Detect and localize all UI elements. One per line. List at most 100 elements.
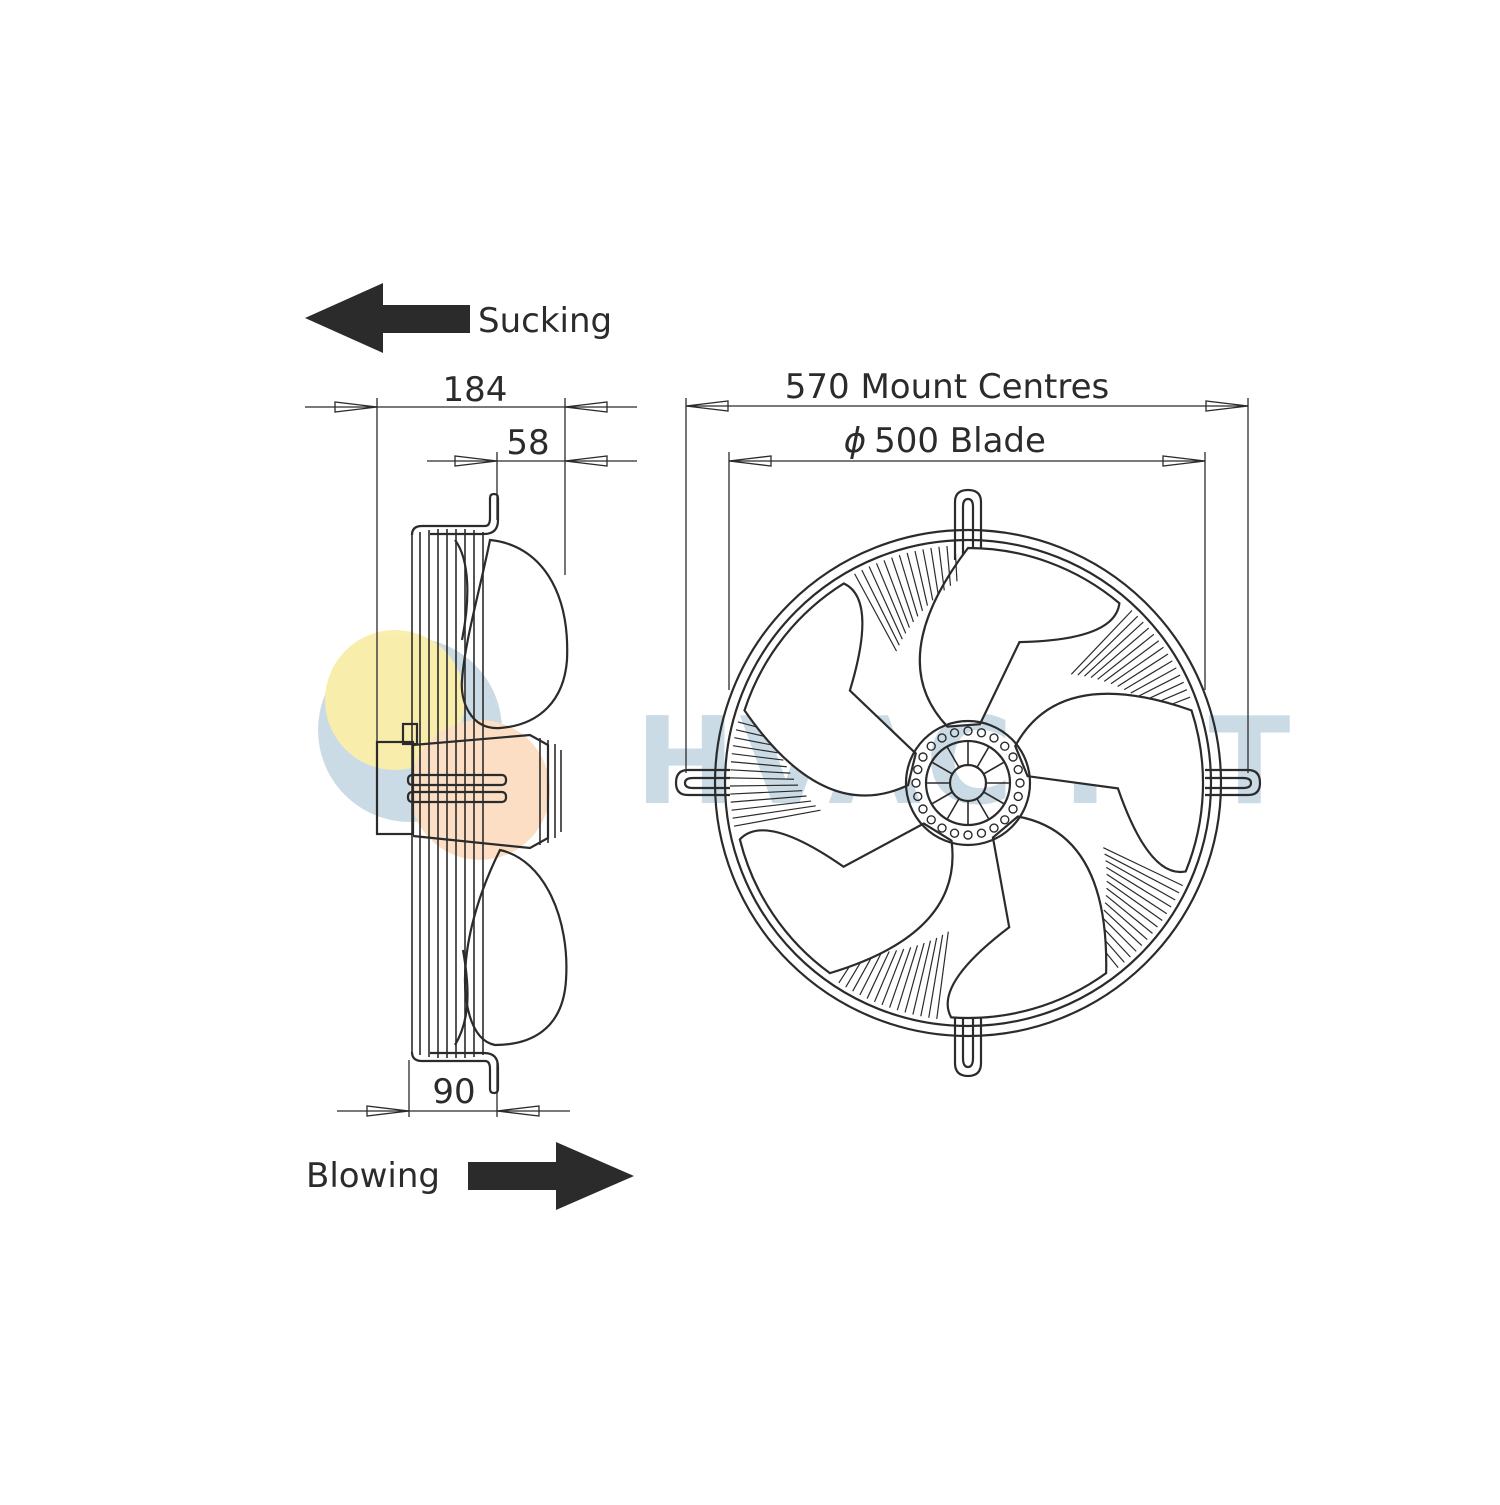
guard-wire-hatch bbox=[914, 550, 929, 606]
blade bbox=[838, 815, 1108, 1020]
hub-slot bbox=[913, 791, 923, 802]
guard-wire-hatch bbox=[881, 948, 905, 1006]
guard-wire-hatch bbox=[732, 805, 816, 819]
diameter-symbol: ϕ bbox=[844, 421, 866, 461]
sucking-indicator: Sucking bbox=[305, 283, 612, 353]
guard-wire-hatch bbox=[1110, 646, 1164, 685]
guard-wire-hatch bbox=[868, 566, 903, 640]
guard-wire-hatch bbox=[1103, 847, 1183, 887]
hub-slot bbox=[949, 828, 960, 838]
mount-lug-bottom bbox=[953, 1015, 983, 1078]
guard-wire-hatch bbox=[1090, 627, 1150, 679]
hub-slot bbox=[989, 823, 999, 833]
hub-spoke bbox=[946, 798, 960, 820]
guard-wire-hatch bbox=[1101, 916, 1137, 952]
guard-wire-hatch bbox=[730, 784, 799, 787]
guard-wire-hatch bbox=[859, 951, 883, 996]
guard-ring-inner bbox=[723, 538, 1213, 1028]
blade-edge-lower bbox=[454, 949, 469, 1046]
right-arrow-icon bbox=[468, 1142, 634, 1210]
guard-wire-hatch bbox=[1106, 880, 1163, 921]
dimension-blade-depth: 58 bbox=[427, 423, 637, 520]
blade bbox=[743, 545, 958, 797]
hub-slot bbox=[963, 726, 973, 736]
guard-wire-hatch bbox=[730, 777, 795, 780]
hub-spoke bbox=[983, 791, 1005, 805]
blade-outline bbox=[1014, 692, 1205, 874]
blade-diameter-label: 500 Blade bbox=[874, 421, 1046, 461]
hub-slot bbox=[1013, 791, 1023, 802]
hub-slot bbox=[976, 828, 987, 838]
guard-wire-hatch bbox=[1106, 887, 1158, 928]
hub-slot bbox=[1000, 741, 1010, 751]
mount-lug-top bbox=[953, 488, 983, 560]
guard-wire-hatch bbox=[732, 745, 781, 754]
hub-spoke bbox=[976, 798, 990, 820]
hub-slot bbox=[1013, 764, 1023, 775]
guard-wire-hatch bbox=[733, 809, 821, 827]
guard-wire-hatch bbox=[936, 931, 949, 1020]
hub-slot bbox=[911, 778, 921, 788]
watermark-logo-yellow-disc bbox=[325, 630, 465, 770]
dim-90-label: 90 bbox=[432, 1072, 475, 1112]
blade bbox=[1014, 692, 1205, 968]
guard-wire-hatch bbox=[920, 937, 938, 1017]
blade bbox=[918, 546, 1191, 728]
guard-wire-hatch bbox=[1123, 660, 1173, 691]
blade-profile-upper bbox=[460, 538, 569, 730]
guard-wire-hatch bbox=[1103, 640, 1160, 682]
guard-wire-hatch bbox=[1070, 610, 1133, 675]
guard-wire-hatch bbox=[922, 549, 934, 601]
guard-wire-hatch bbox=[954, 545, 958, 582]
hub-slot bbox=[926, 815, 936, 825]
blade-outline bbox=[738, 822, 954, 975]
guard-wire-hatch bbox=[1105, 860, 1176, 901]
hub-slot bbox=[976, 728, 987, 738]
guard-wire-hatch bbox=[1077, 615, 1139, 676]
guard-wire-hatch bbox=[1137, 674, 1181, 698]
hub-slot bbox=[949, 728, 960, 738]
mount-lug-left bbox=[674, 768, 730, 797]
hub-slot bbox=[918, 752, 928, 762]
sucking-label: Sucking bbox=[478, 301, 612, 341]
motor-rotor-fins bbox=[539, 738, 562, 845]
guard-wire-hatch bbox=[938, 546, 945, 591]
guard-wire-hatch bbox=[875, 563, 907, 634]
dimension-blade-diameter: ϕ 500 Blade bbox=[728, 421, 1206, 690]
mount-lug-top-inner bbox=[961, 497, 975, 560]
hub-slots bbox=[911, 726, 1025, 840]
blowing-indicator: Blowing bbox=[306, 1142, 634, 1210]
guard-wire-hatch bbox=[896, 945, 919, 1011]
guard-wire-hatch bbox=[1130, 667, 1177, 694]
motor-rear-cap bbox=[375, 740, 415, 836]
blade-outline bbox=[946, 815, 1108, 1020]
left-arrow-icon bbox=[305, 283, 470, 353]
guard-top-bracket bbox=[410, 492, 500, 536]
hub-slot bbox=[1000, 815, 1010, 825]
hub-slot bbox=[937, 823, 947, 833]
hub-spoke bbox=[983, 761, 1005, 775]
guard-wire-hatch bbox=[1105, 866, 1172, 908]
mount-centres-label: 570 Mount Centres bbox=[785, 367, 1109, 407]
mount-lug-right bbox=[1205, 768, 1262, 797]
mount-lug-bottom-inner bbox=[961, 1015, 975, 1069]
guard-wire-hatch bbox=[1103, 909, 1143, 946]
hub-slot bbox=[1008, 752, 1018, 762]
dim-58-label: 58 bbox=[506, 423, 549, 463]
guard-wire-hatch bbox=[866, 951, 890, 999]
hub-spokes bbox=[926, 741, 1010, 825]
guard-wire-hatch bbox=[873, 950, 898, 1003]
blade-edge-upper bbox=[454, 539, 469, 641]
hub-spoke bbox=[931, 791, 953, 805]
guard-wire-hatch bbox=[730, 790, 803, 795]
blade-outline bbox=[918, 546, 1121, 728]
hub-slot bbox=[913, 764, 923, 775]
guard-wire-hatch bbox=[889, 947, 912, 1008]
dim-184-label: 184 bbox=[443, 370, 508, 410]
guard-wire-hatch bbox=[1105, 894, 1153, 934]
hub-slot bbox=[963, 830, 973, 840]
guard-wire-hatch bbox=[730, 761, 787, 768]
guard-wire-hatch bbox=[731, 800, 812, 811]
